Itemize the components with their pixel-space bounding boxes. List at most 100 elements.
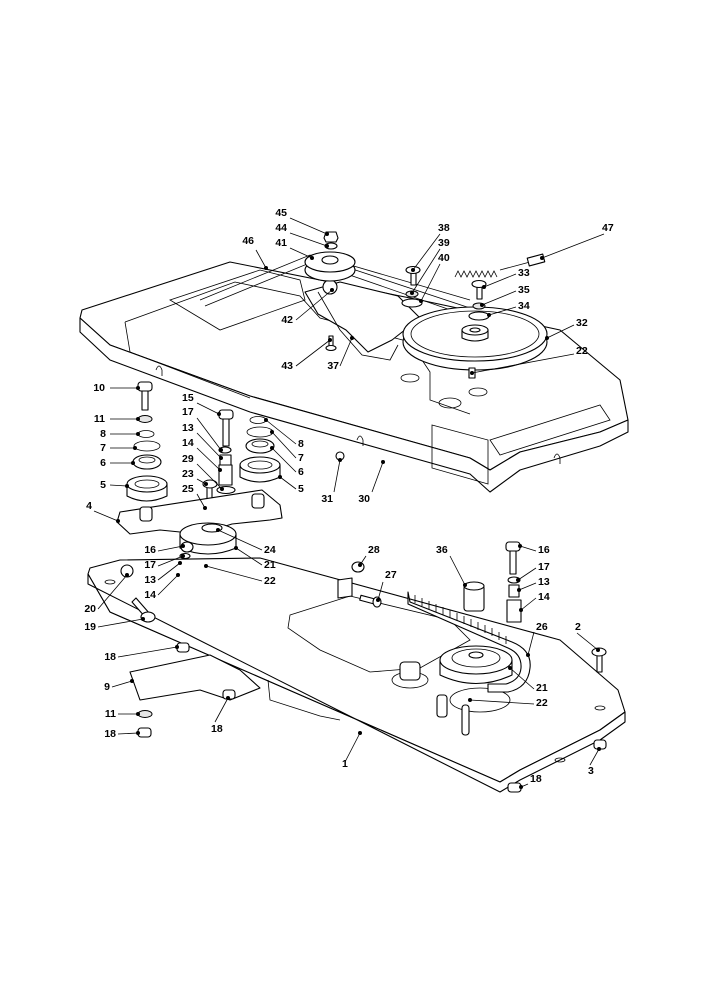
- callout-22: 22: [204, 564, 276, 587]
- callout-40: 40: [419, 252, 450, 303]
- callout-label: 40: [438, 252, 450, 264]
- callout-leader-line: [488, 306, 517, 316]
- callout-leader-line: [412, 233, 441, 271]
- callout-32: 32: [545, 317, 588, 340]
- cover-right-panel: [489, 404, 611, 456]
- callout-label: 30: [358, 493, 370, 505]
- callout-leader-line: [214, 697, 229, 723]
- stud: [436, 694, 448, 718]
- washer-29: [216, 485, 236, 495]
- callout-target-dot: [508, 666, 512, 670]
- circlip-7: [133, 440, 161, 452]
- callout-label: 15: [182, 392, 194, 404]
- callout-leader-line: [589, 748, 600, 766]
- callout-43: 43: [281, 338, 332, 372]
- callout-target-dot: [136, 432, 140, 436]
- callout-leader-line: [371, 461, 384, 493]
- callout-target-dot: [217, 412, 221, 416]
- callout-29: 29: [182, 453, 224, 491]
- pulley-5-top: [126, 475, 168, 493]
- callout-label: 13: [144, 574, 156, 586]
- callout-leader-line: [97, 618, 144, 628]
- callout-42: 42: [281, 288, 334, 326]
- callout-leader-line: [517, 567, 537, 581]
- callout-target-dot: [176, 573, 180, 577]
- callout-label: 22: [576, 345, 588, 357]
- callout-label: 17: [144, 559, 156, 571]
- pulley-5-right-top: [239, 456, 281, 474]
- callout-label: 4: [86, 500, 92, 512]
- callout-6: 6: [270, 446, 304, 478]
- toothed-belt-teeth: [414, 595, 507, 644]
- cover-recess-2: [124, 321, 251, 399]
- callout-label: 9: [104, 681, 110, 693]
- callout-target-dot: [216, 528, 220, 532]
- callout-15: 15: [182, 392, 221, 416]
- callout-target-dot: [350, 336, 354, 340]
- callout-18: 18: [104, 645, 179, 663]
- callout-22: 22: [468, 697, 548, 709]
- bearing-6-bore: [138, 456, 156, 464]
- callout-label: 18: [104, 651, 116, 663]
- callout-13: 13: [144, 561, 182, 586]
- drive-assembly: [337, 541, 531, 693]
- washer-11-lower: [137, 710, 153, 718]
- callout-28: 28: [358, 544, 380, 567]
- callout-target-dot: [204, 564, 208, 568]
- callout-11: 11: [94, 413, 140, 425]
- callout-target-dot: [468, 698, 472, 702]
- screw-16-right-head: [505, 541, 521, 552]
- callout-target-dot: [125, 484, 129, 488]
- callout-13: 13: [517, 576, 550, 592]
- callout-target-dot: [411, 268, 415, 272]
- cover-side-skirt: [79, 317, 629, 493]
- spring-47: [454, 270, 498, 278]
- callout-leader-line: [271, 431, 297, 459]
- drive-pulley-top: [439, 645, 513, 675]
- callout-leader-line: [196, 402, 220, 415]
- callout-label: 45: [275, 207, 287, 219]
- callout-target-dot: [136, 417, 140, 421]
- callout-target-dot: [226, 696, 230, 700]
- callout-18: 18: [211, 696, 230, 735]
- plate-hole: [554, 757, 566, 763]
- screw-15-head: [218, 409, 234, 420]
- callout-10: 10: [93, 382, 140, 394]
- callout-leader-line: [527, 631, 535, 656]
- callout-target-dot: [325, 232, 329, 236]
- spacer-14: [218, 464, 233, 486]
- callout-leader-line: [109, 484, 128, 487]
- callout-23: 23: [182, 468, 208, 486]
- callout-7: 7: [100, 442, 137, 454]
- callout-34: 34: [487, 300, 530, 317]
- right-bearing-stack: [239, 416, 281, 483]
- callout-47: 47: [540, 222, 614, 260]
- callout-label: 3: [588, 765, 594, 777]
- callout-leader-line: [377, 581, 384, 601]
- callout-21: 21: [234, 546, 276, 571]
- callout-target-dot: [264, 418, 268, 422]
- callout-label: 33: [518, 267, 530, 279]
- circlip-8: [137, 430, 155, 438]
- callout-label: 44: [275, 222, 287, 234]
- callout-label: 22: [264, 575, 276, 587]
- plate-stud: [251, 493, 265, 509]
- callout-label: 16: [538, 544, 550, 556]
- callout-label: 28: [368, 544, 380, 556]
- callout-target-dot: [136, 731, 140, 735]
- nut-18: [507, 782, 522, 793]
- callout-41: 41: [275, 237, 314, 260]
- callout-leader-line: [97, 574, 128, 610]
- callout-36: 36: [436, 544, 467, 587]
- callout-label: 17: [182, 406, 194, 418]
- callout-leader-line: [117, 646, 178, 658]
- callout-target-dot: [270, 446, 274, 450]
- callout-label: 11: [94, 413, 105, 425]
- callout-label: 7: [100, 442, 106, 454]
- plate-hole: [594, 705, 606, 711]
- cover-hole: [400, 373, 420, 383]
- callout-label: 34: [518, 300, 530, 312]
- callout-11: 11: [105, 708, 140, 720]
- callout-7: 7: [270, 430, 304, 464]
